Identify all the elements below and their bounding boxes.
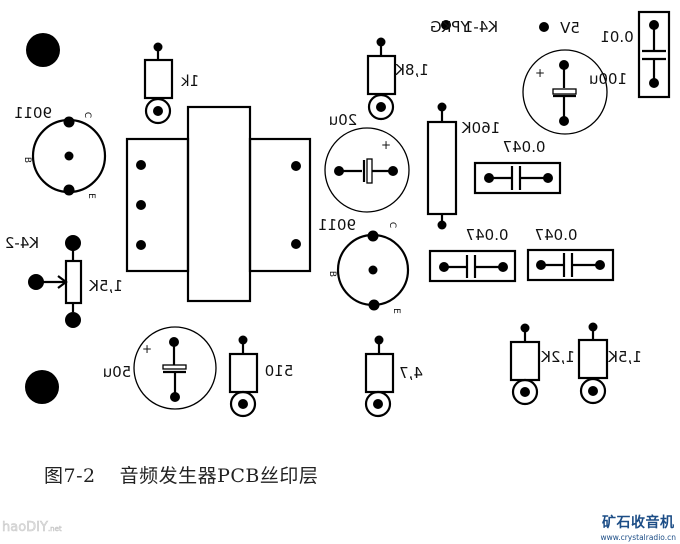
label-c-0047-a: 0.047 bbox=[503, 138, 546, 156]
label-r-1k5: 1,5K bbox=[607, 348, 642, 366]
resistor-1k2: 1,2K bbox=[509, 323, 575, 406]
label-r-1k8: 1,8K bbox=[394, 61, 429, 79]
mounting-hole-bottom bbox=[25, 370, 59, 404]
label-c-100u: 100u bbox=[589, 70, 627, 88]
label-c-20u: 20u bbox=[329, 111, 358, 129]
polarity-20u: + bbox=[381, 138, 391, 152]
label-c-50u: 50u bbox=[103, 363, 132, 381]
label-k4-1: K4-1 bbox=[464, 18, 498, 36]
watermark-left-suffix: .net bbox=[47, 525, 62, 534]
label-r-510: 510 bbox=[265, 362, 294, 380]
capacitor-0047-c: 0.047 bbox=[526, 226, 615, 282]
pin-b-q2: B bbox=[327, 271, 337, 277]
watermark-left: haoDIY.net bbox=[2, 520, 62, 536]
resistor-1k8: 1,8K bbox=[366, 37, 429, 121]
potentiometer-1k5: K4-2 1,5K bbox=[5, 234, 123, 328]
label-r-1k: 1k bbox=[181, 72, 200, 90]
pin-c-q2: C bbox=[387, 222, 397, 228]
polarity-50u: + bbox=[142, 342, 152, 356]
label-c-001: 0.01 bbox=[600, 28, 633, 46]
figure-caption: 图7-2 音频发生器PCB丝印层 bbox=[44, 461, 318, 488]
pin-c: C bbox=[82, 112, 92, 118]
pcb-silkscreen: YPKG K4-1 5V 1k 9011 C B E bbox=[5, 10, 671, 418]
capacitor-0047-b: 0.047 bbox=[428, 226, 517, 283]
connector-ypkg: YPKG bbox=[430, 18, 471, 36]
transformer bbox=[125, 105, 312, 303]
label-c-0047-b: 0.047 bbox=[466, 226, 509, 244]
label-pot-1k5: 1,5K bbox=[88, 277, 123, 295]
capacitor-20u: + 20u bbox=[324, 111, 410, 213]
caption-title: 音频发生器PCB丝印层 bbox=[119, 465, 319, 487]
watermark-right: 矿石收音机 www.crystalradio.cn bbox=[600, 512, 676, 542]
transistor-q1: 9011 C B E bbox=[14, 104, 107, 199]
pin-e-q2: E bbox=[391, 308, 401, 314]
watermark-right-title: 矿石收音机 bbox=[601, 515, 675, 531]
polarity-100u: + bbox=[535, 66, 545, 80]
capacitor-001: 0.01 bbox=[600, 10, 671, 99]
resistor-1k5: 1,5K bbox=[577, 322, 642, 405]
caption-number: 图7-2 bbox=[44, 465, 96, 487]
label-k4-2: K4-2 bbox=[5, 234, 39, 252]
resistor-1k: 1k bbox=[143, 42, 200, 125]
label-r-1k2: 1,2K bbox=[540, 348, 575, 366]
capacitor-50u: + 50u bbox=[103, 326, 217, 410]
label-q1: 9011 bbox=[14, 104, 52, 122]
pin-e: E bbox=[86, 193, 96, 199]
resistor-510: 510 bbox=[228, 335, 294, 418]
resistor-160k: 160K bbox=[426, 102, 501, 230]
label-r-160k: 160K bbox=[461, 119, 501, 137]
transistor-q2: 9011 C B E bbox=[318, 216, 410, 314]
pin-b: B bbox=[22, 157, 32, 163]
capacitor-100u: + 100u bbox=[522, 49, 627, 135]
capacitor-0047-a: 0.047 bbox=[473, 138, 562, 195]
label-c-0047-c: 0.047 bbox=[535, 226, 578, 244]
label-q2: 9011 bbox=[318, 216, 356, 234]
mounting-hole-top bbox=[26, 33, 60, 67]
connector-k4-1: K4-1 bbox=[464, 18, 498, 36]
watermark-left-text: haoDIY bbox=[2, 520, 48, 536]
connector-5v: 5V bbox=[539, 19, 580, 37]
label-r-4-7: 4,7 bbox=[399, 364, 423, 382]
label-5v: 5V bbox=[559, 19, 580, 37]
watermark-right-url: www.crystalradio.cn bbox=[600, 533, 676, 542]
resistor-4-7: 4,7 bbox=[364, 335, 423, 418]
label-ypkg: YPKG bbox=[430, 18, 471, 36]
